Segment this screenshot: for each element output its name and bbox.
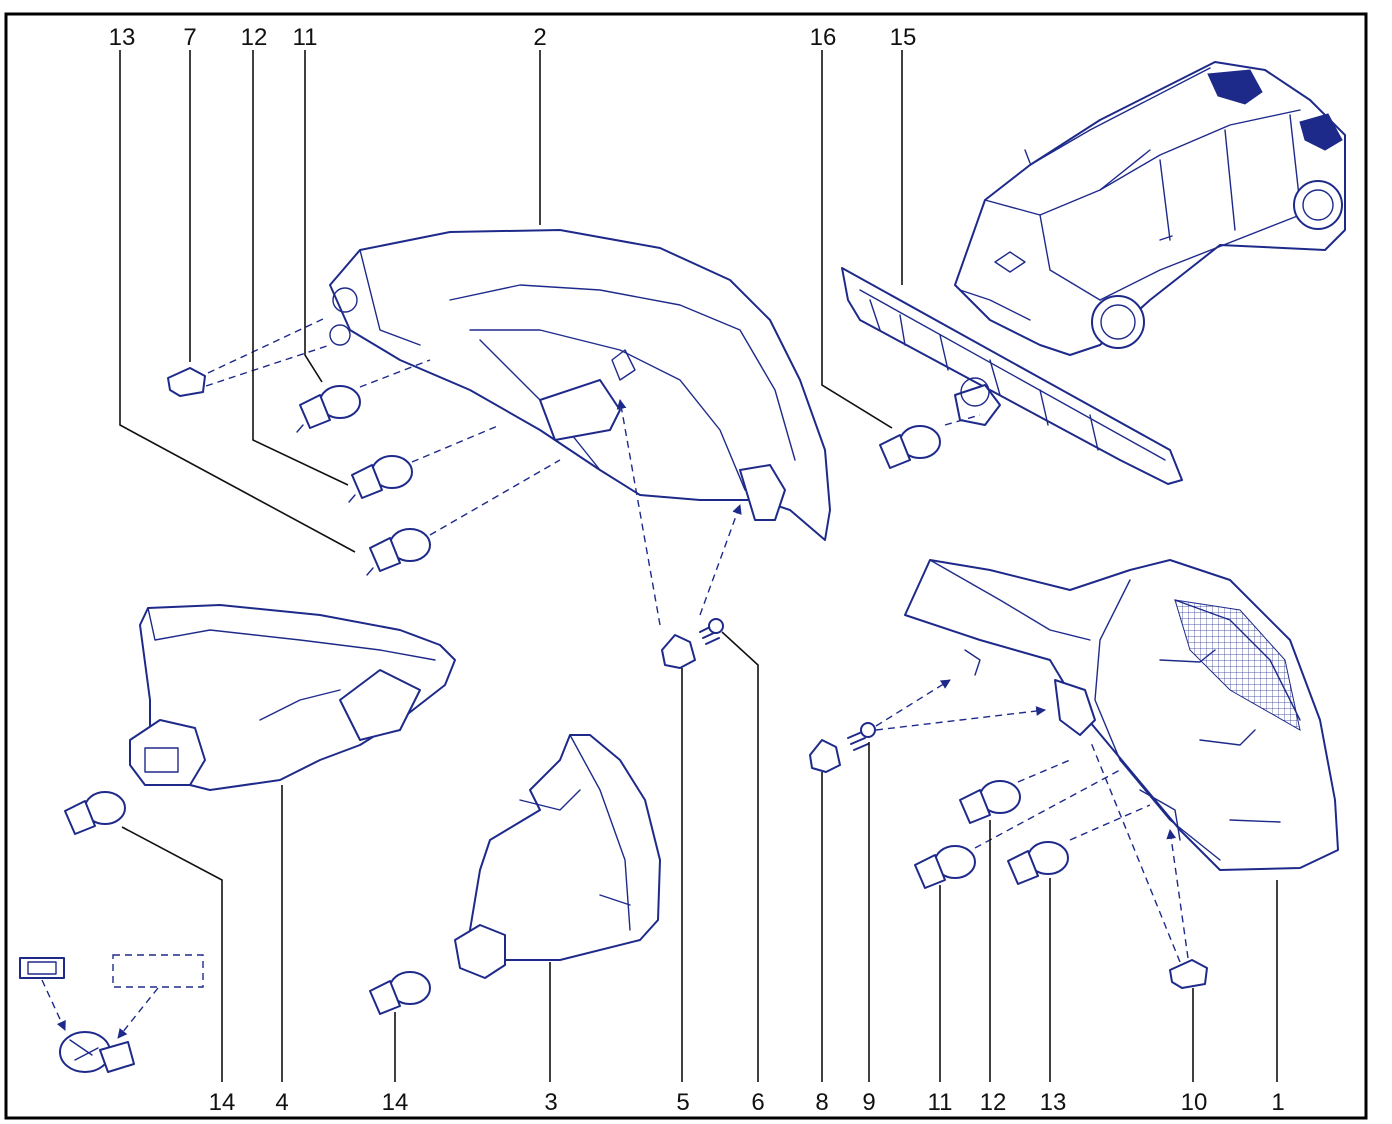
clip-5 <box>661 634 696 669</box>
screw-6 <box>699 618 724 645</box>
bulb-14-center <box>369 971 431 1015</box>
bulb-13-lower <box>1007 841 1069 885</box>
bulb-13-upper <box>366 528 431 576</box>
clip-8 <box>809 739 841 773</box>
callout-5: 5 <box>676 1089 689 1116</box>
callout-11-bottom: 11 <box>928 1089 953 1116</box>
callout-1: 1 <box>1271 1089 1284 1116</box>
callout-12-bottom: 12 <box>980 1089 1007 1116</box>
callout-15: 15 <box>890 24 917 51</box>
indicator-housing-4 <box>129 604 456 791</box>
screw-9 <box>847 722 876 751</box>
callout-16: 16 <box>810 24 837 51</box>
callout-4: 4 <box>275 1089 288 1116</box>
leader-lines <box>119 50 1278 1082</box>
rear-lamp-unit-1 <box>904 559 1339 871</box>
third-brake-light-15 <box>841 267 1183 485</box>
bulb-7 <box>167 367 206 397</box>
callout-labels: 13 7 12 11 2 16 15 14 4 14 3 5 6 8 9 11 … <box>109 24 1285 1116</box>
car-illustration <box>954 61 1346 356</box>
callout-7: 7 <box>183 24 196 51</box>
callout-14-center: 14 <box>382 1089 409 1116</box>
indicator-housing-3 <box>454 734 661 979</box>
bulb-12-lower <box>959 780 1021 824</box>
callout-8: 8 <box>815 1089 828 1116</box>
rear-lamp-unit-2 <box>329 229 831 541</box>
diagram-frame <box>4 12 1368 1120</box>
bulb-replacement-inset <box>19 954 204 1073</box>
callout-13-top: 13 <box>109 24 136 51</box>
bulb-12-upper <box>348 455 413 503</box>
bulb-10 <box>1169 959 1208 989</box>
callout-10: 10 <box>1181 1089 1208 1116</box>
callout-11-top: 11 <box>293 24 318 51</box>
assembly-lines <box>41 317 1189 1039</box>
bulb-11-upper <box>296 385 361 433</box>
bulb-16 <box>879 425 941 469</box>
bulb-14-left <box>64 791 126 835</box>
callout-6: 6 <box>751 1089 764 1116</box>
callout-13-bottom: 13 <box>1040 1089 1067 1116</box>
callout-14-left: 14 <box>209 1089 236 1116</box>
callout-3: 3 <box>544 1089 557 1116</box>
callout-12-top: 12 <box>241 24 268 51</box>
callout-9: 9 <box>862 1089 875 1116</box>
bulb-11-lower <box>914 845 976 889</box>
callout-2: 2 <box>533 24 546 51</box>
